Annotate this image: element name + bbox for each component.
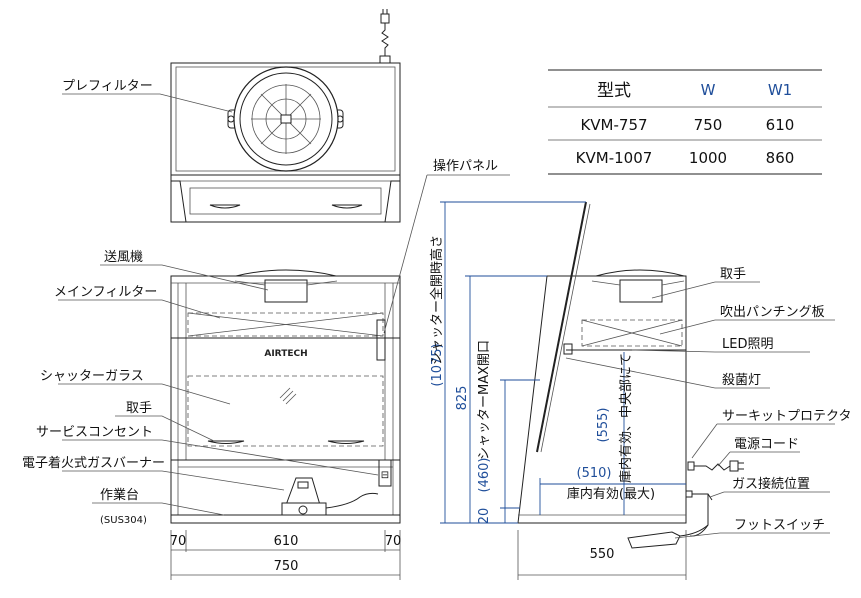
dim-inner-depth: (510) bbox=[577, 466, 612, 481]
dim-front-right: 70 bbox=[385, 534, 402, 549]
front-callouts bbox=[58, 93, 510, 516]
dim-front-left: 70 bbox=[170, 534, 187, 549]
label-handle-side: 取手 bbox=[720, 267, 746, 282]
label-shutter-glass: シャッターガラス bbox=[40, 369, 144, 384]
dim-side-width: 550 bbox=[590, 547, 615, 562]
table-header-w1: W1 bbox=[768, 81, 792, 99]
label-circuit-protector: サーキットプロテクタ bbox=[722, 409, 851, 424]
label-led: LED照明 bbox=[722, 337, 773, 352]
dim-height-bottom: 20 bbox=[477, 508, 492, 525]
table-cell: KVM-757 bbox=[580, 116, 647, 134]
label-service-outlet: サービスコンセント bbox=[36, 425, 153, 440]
label-uv-lamp: 殺菌灯 bbox=[722, 373, 761, 388]
outlet-icon: ⊟ bbox=[381, 470, 389, 481]
dim-height-total: 825 bbox=[455, 386, 470, 411]
dim-inner-height-label: 庫内有効、中央部にて bbox=[618, 353, 634, 483]
front-dimensions bbox=[170, 530, 401, 580]
label-control-panel: 操作パネル bbox=[433, 158, 498, 174]
dim-front-mid: 610 bbox=[274, 534, 299, 549]
top-view bbox=[170, 9, 401, 223]
side-view bbox=[517, 201, 744, 549]
label-prefilter: プレフィルター bbox=[62, 79, 153, 94]
side-dimensions bbox=[440, 201, 687, 580]
table-cell: 1000 bbox=[689, 149, 727, 167]
dim-shutter-full-label: シャッター全開時高さ bbox=[429, 235, 445, 365]
side-callouts bbox=[565, 281, 835, 539]
label-worktable-material: (SUS304) bbox=[100, 515, 147, 526]
dim-shutter-full: (1075) bbox=[430, 343, 445, 386]
table-header-model: 型式 bbox=[597, 81, 631, 101]
label-main-filter: メインフィルター bbox=[54, 285, 157, 300]
label-worktable: 作業台 bbox=[100, 487, 139, 503]
spec-table: 型式 W W1 KVM-757 750 610 KVM-1007 1000 86… bbox=[548, 69, 822, 175]
dim-inner-height: (555) bbox=[596, 408, 611, 443]
table-header-w: W bbox=[701, 81, 716, 99]
gas-burner-icon bbox=[281, 477, 379, 516]
table-cell: KVM-1007 bbox=[576, 149, 653, 167]
table-cell: 860 bbox=[766, 149, 795, 167]
dim-shutter-max-label: シャッターMAX開口 bbox=[477, 340, 492, 460]
label-gas-burner: 電子着火式ガスバーナー bbox=[22, 455, 165, 471]
dim-shutter-max: (460) bbox=[477, 458, 492, 493]
dim-inner-depth-label: 庫内有効(最大) bbox=[567, 486, 655, 502]
table-cell: 610 bbox=[766, 116, 795, 134]
label-power-cord: 電源コード bbox=[734, 437, 799, 452]
label-blower: 送風機 bbox=[104, 250, 143, 265]
front-view: AIRTECH ⊟ bbox=[170, 269, 401, 524]
label-gas-connection: ガス接続位置 bbox=[732, 476, 810, 492]
dim-front-total: 750 bbox=[274, 559, 299, 574]
table-cell: 750 bbox=[694, 116, 723, 134]
fan-icon bbox=[227, 66, 344, 172]
brand-label: AIRTECH bbox=[264, 349, 307, 359]
label-punching-plate: 吹出パンチング板 bbox=[720, 305, 825, 320]
label-foot-switch: フットスイッチ bbox=[734, 518, 825, 533]
plug-icon bbox=[379, 9, 391, 64]
label-handle-front: 取手 bbox=[126, 401, 152, 416]
